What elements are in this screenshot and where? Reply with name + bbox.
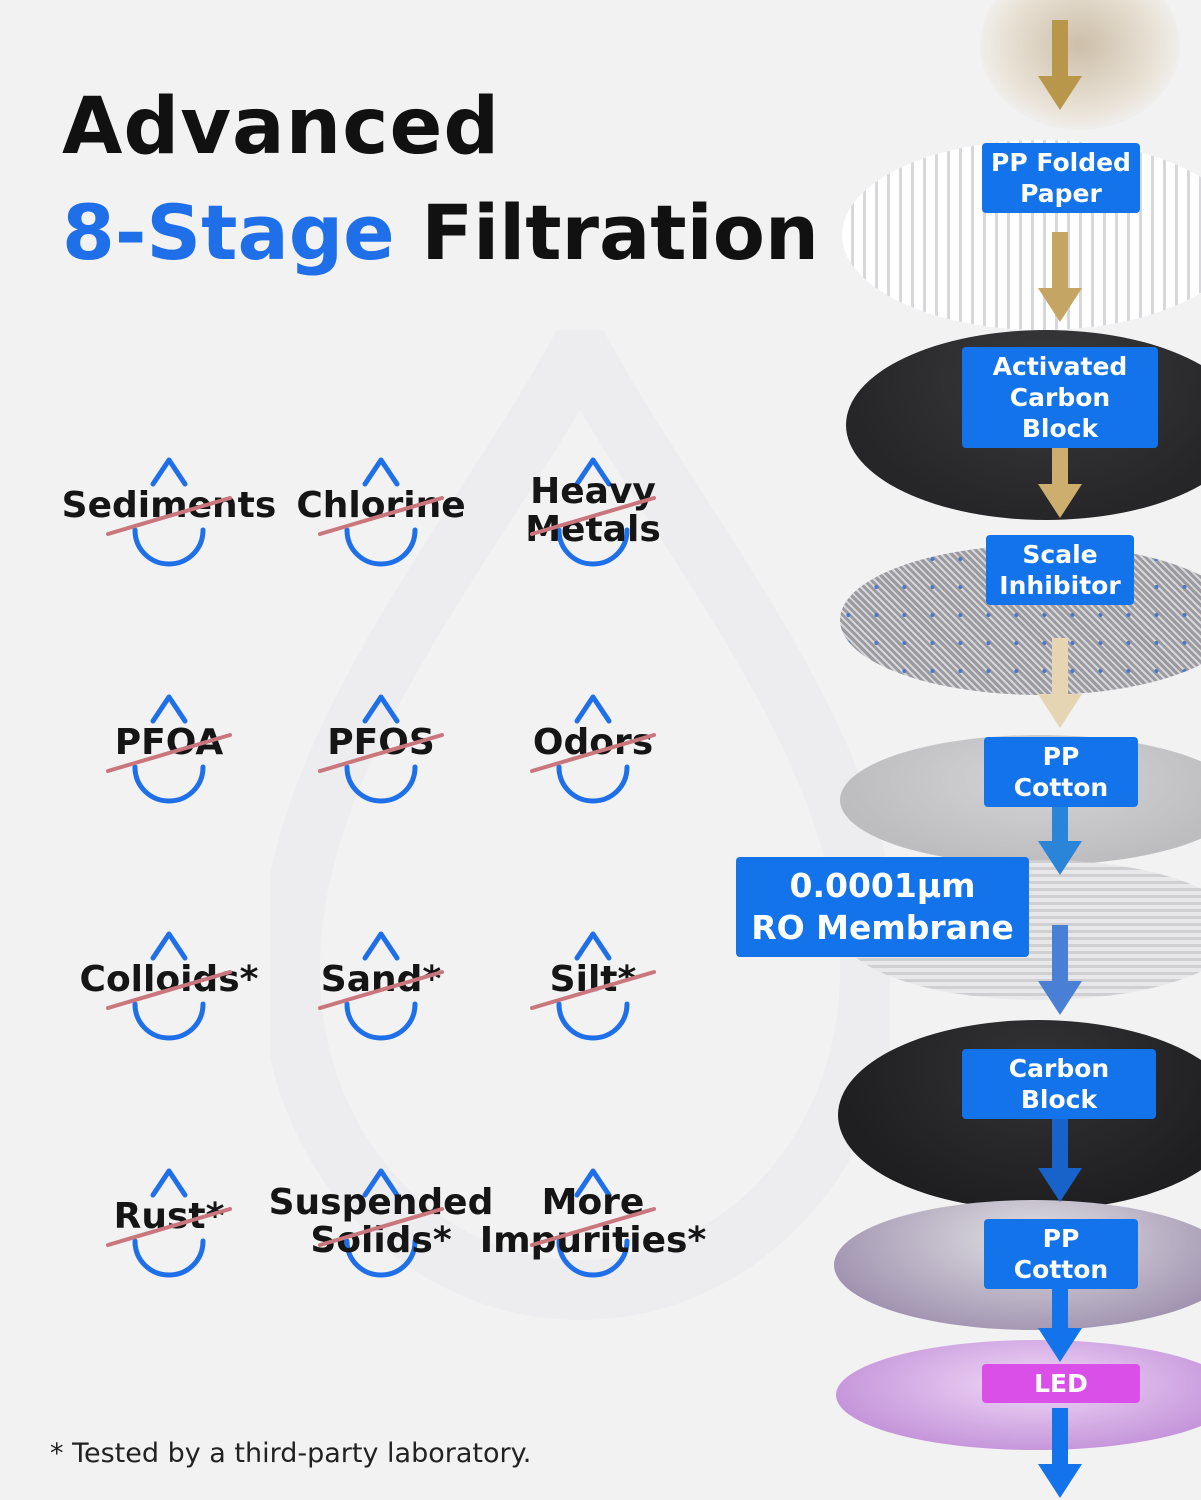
strikethrough-mark	[530, 1207, 656, 1247]
background-droplet-icon	[270, 330, 890, 1321]
contaminant-item: Sediments	[58, 445, 280, 595]
strikethrough-mark	[318, 1207, 444, 1247]
headline-line-2: 8-Stage Filtration	[62, 188, 819, 277]
contaminant-label: Sediments	[61, 485, 277, 526]
flow-arrow-icon	[1038, 20, 1082, 110]
contaminant-item: PFOS	[270, 682, 492, 832]
flow-arrow-icon	[1038, 925, 1082, 1015]
stage-tag-pp-cotton: PP Cotton	[984, 737, 1138, 807]
strikethrough-mark	[318, 970, 444, 1010]
strikethrough-mark	[106, 970, 232, 1010]
flow-arrow-icon	[1038, 1112, 1082, 1202]
contaminant-item: PFOA	[58, 682, 280, 832]
contaminant-label: Chlorine	[296, 485, 466, 526]
stage-tag-led: LED	[982, 1364, 1140, 1403]
contaminant-item: Rust*	[58, 1156, 280, 1306]
contaminant-item: Colloids*	[58, 919, 280, 1069]
water-drop-icon	[344, 457, 418, 567]
headline-rest: Filtration	[394, 188, 820, 277]
contaminant-item: Sand*	[270, 919, 492, 1069]
contaminant-label: Colloids*	[79, 959, 259, 1000]
flow-arrow-icon	[1038, 638, 1082, 728]
contaminant-item: Odors	[482, 682, 704, 832]
water-splash-image	[980, 0, 1180, 130]
flow-arrow-icon	[1038, 1408, 1082, 1498]
water-drop-icon	[556, 931, 630, 1041]
strikethrough-mark	[530, 970, 656, 1010]
water-drop-icon	[132, 931, 206, 1041]
water-drop-icon	[556, 457, 630, 567]
strikethrough-mark	[106, 496, 232, 536]
headline-accent: 8-Stage	[62, 188, 395, 277]
contaminant-item: Silt*	[482, 919, 704, 1069]
water-drop-icon	[344, 694, 418, 804]
strikethrough-mark	[530, 496, 656, 536]
water-drop-icon	[344, 1168, 418, 1278]
strikethrough-mark	[106, 1207, 232, 1247]
water-drop-icon	[556, 694, 630, 804]
stage-tag-pp-cotton-2: PP Cotton	[984, 1219, 1138, 1289]
strikethrough-mark	[318, 496, 444, 536]
water-drop-icon	[132, 1168, 206, 1278]
water-drop-icon	[132, 457, 206, 567]
strikethrough-mark	[530, 733, 656, 773]
strikethrough-mark	[318, 733, 444, 773]
water-drop-icon	[556, 1168, 630, 1278]
flow-arrow-icon	[1038, 232, 1082, 322]
water-drop-icon	[344, 931, 418, 1041]
headline-line-1: Advanced	[62, 82, 501, 172]
stage-tag-carbon-block: Carbon Block	[962, 1049, 1156, 1119]
contaminant-item: Chlorine	[270, 445, 492, 595]
strikethrough-mark	[106, 733, 232, 773]
footnote: * Tested by a third-party laboratory.	[50, 1438, 532, 1469]
water-drop-icon	[132, 694, 206, 804]
